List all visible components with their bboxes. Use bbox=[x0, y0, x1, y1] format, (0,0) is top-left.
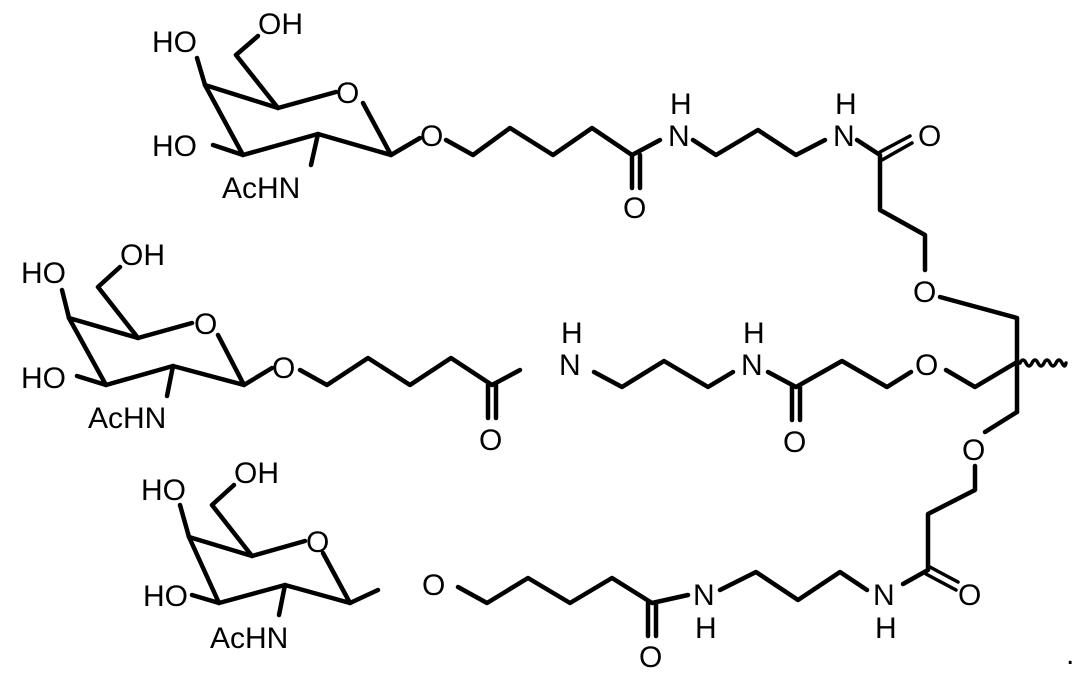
acetamido-label: AcHN bbox=[88, 402, 166, 435]
arm-middle: O HO OH HO AcHN O O N H N H O O bbox=[21, 239, 1020, 459]
arm-bottom: O O N H N H O O O HO OH HO AcHN bbox=[141, 409, 1020, 674]
hydroxymethyl-oh-label: OH bbox=[234, 457, 279, 490]
glycosidic-oxygen-label: O bbox=[420, 120, 443, 153]
ether-oxygen-label: O bbox=[915, 349, 938, 382]
carbonyl-oxygen-label: O bbox=[639, 641, 662, 674]
amide-nitrogen-label: N bbox=[693, 579, 715, 612]
carbonyl-oxygen-label: O bbox=[479, 424, 502, 457]
ether-oxygen-label: O bbox=[962, 434, 985, 467]
amide-nitrogen-label: N bbox=[559, 349, 581, 382]
ring-oxygen-label: O bbox=[194, 308, 217, 341]
amide-nitrogen-label: N bbox=[741, 349, 763, 382]
hydroxyl-label: HO bbox=[21, 362, 66, 395]
wavy-attachment-bond bbox=[1018, 358, 1068, 368]
hydroxyl-label: HO bbox=[141, 474, 186, 507]
galnac-sugar-top: O HO OH HO AcHN bbox=[152, 8, 423, 205]
hydroxyl-label: HO bbox=[152, 130, 197, 163]
amide-hydrogen-label: H bbox=[835, 88, 857, 121]
carbonyl-oxygen-label: O bbox=[783, 426, 806, 459]
galnac-sugar-bottom: O HO OH HO AcHN bbox=[141, 457, 381, 655]
central-quaternary-carbon bbox=[1014, 358, 1068, 415]
amide-hydrogen-label: H bbox=[875, 612, 897, 645]
hydroxyl-label: HO bbox=[21, 257, 66, 290]
ether-oxygen-label: O bbox=[913, 276, 936, 309]
hydroxyl-label: HO bbox=[143, 580, 188, 613]
amide-hydrogen-label: H bbox=[670, 88, 692, 121]
amide-nitrogen-label: N bbox=[833, 120, 855, 153]
amide-hydrogen-label: H bbox=[743, 317, 765, 350]
carbonyl-oxygen-label: O bbox=[918, 120, 941, 153]
glycosidic-oxygen-label: O bbox=[422, 569, 445, 602]
amide-hydrogen-label: H bbox=[561, 317, 583, 350]
glycosidic-oxygen-label: O bbox=[272, 352, 295, 385]
arm-top: O HO OH HO AcHN O O N H N H O O bbox=[152, 8, 1020, 365]
ring-oxygen-label: O bbox=[336, 77, 359, 110]
amide-nitrogen-label: N bbox=[668, 120, 690, 153]
ring-oxygen-label: O bbox=[306, 526, 329, 559]
carbonyl-oxygen-label: O bbox=[958, 579, 981, 612]
hydroxymethyl-oh-label: OH bbox=[120, 239, 165, 272]
acetamido-label: AcHN bbox=[210, 622, 288, 655]
hydroxyl-label: HO bbox=[152, 26, 197, 59]
acetamido-label: AcHN bbox=[222, 172, 300, 205]
galnac-sugar-middle: O HO OH HO AcHN bbox=[21, 239, 275, 435]
carbonyl-oxygen-label: O bbox=[623, 192, 646, 225]
trailing-period: . bbox=[1066, 638, 1074, 671]
hydroxymethyl-oh-label: OH bbox=[258, 8, 303, 41]
amide-nitrogen-label: N bbox=[873, 579, 895, 612]
amide-hydrogen-label: H bbox=[695, 612, 717, 645]
